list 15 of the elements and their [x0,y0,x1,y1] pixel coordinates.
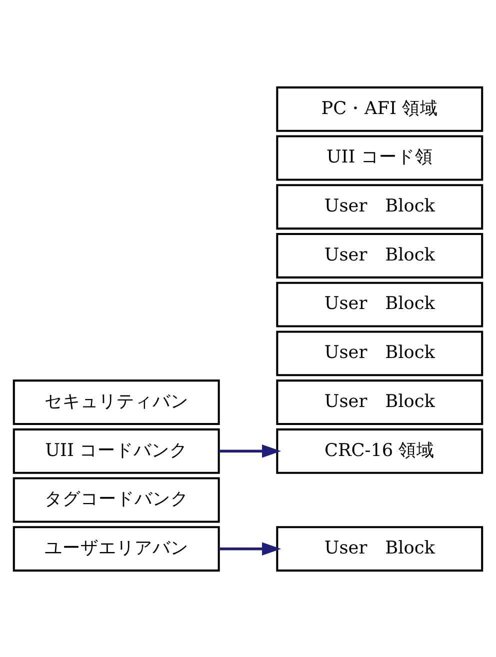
node-box: UII コードバンク [12,428,220,474]
arrow [218,444,282,458]
node-box: CRC-16 領域 [276,428,484,474]
node-box: UII コード領 [276,134,484,180]
node-box: User Block [276,281,484,327]
node-box: User Block [276,184,484,230]
node-box: タグコードバンク [12,476,220,522]
node-box: セキュリティバン [12,379,220,425]
node-box: PC・AFI 領域 [276,86,484,132]
node-box: ユーザエリアバン [12,526,220,572]
node-box: User Block [276,232,484,278]
node-box: User Block [276,526,484,572]
node-box: User Block [276,379,484,425]
arrow [218,542,282,556]
node-box: User Block [276,330,484,376]
